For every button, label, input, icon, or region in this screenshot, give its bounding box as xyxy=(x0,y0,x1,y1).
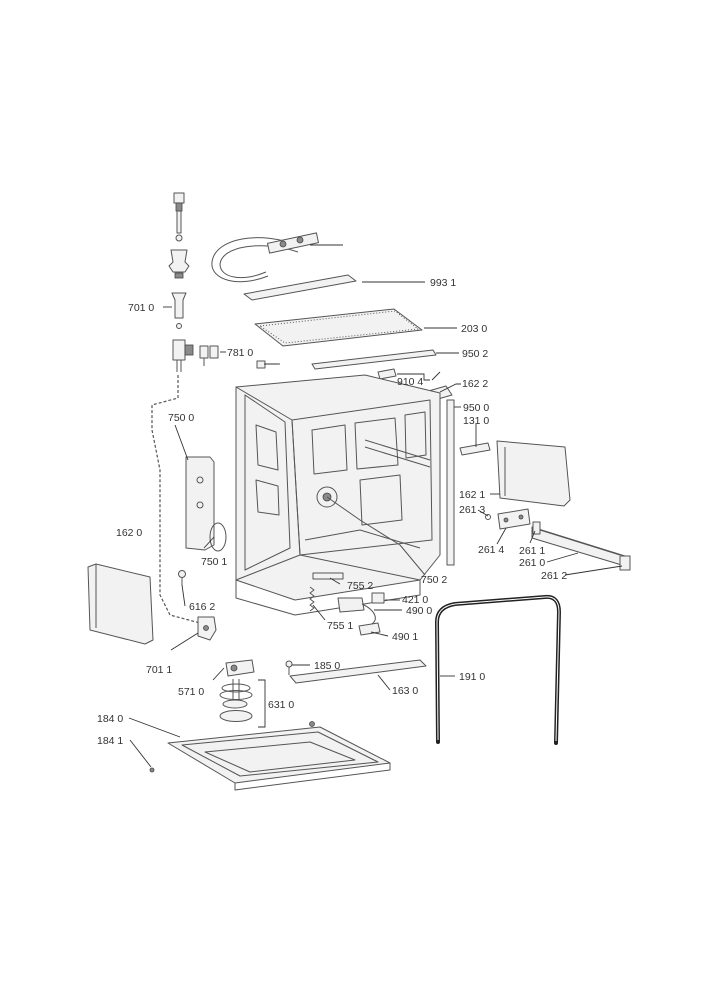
plinth-163-0 xyxy=(289,659,427,684)
inlet-hose-connector xyxy=(173,192,185,242)
label-701-0: 701 0 xyxy=(128,302,154,314)
connector-781-0 xyxy=(199,345,219,366)
label-781-0: 781 0 xyxy=(227,347,253,359)
label-750-2: 750 2 xyxy=(421,574,447,586)
drain-pump-571-0 xyxy=(225,659,255,677)
label-261-2: 261 2 xyxy=(541,570,567,582)
inlet-valve-701-0 xyxy=(171,292,187,329)
label-421-0: 421 0 xyxy=(402,594,428,606)
label-571-0: 571 0 xyxy=(178,686,204,698)
supply-hose-loop xyxy=(211,232,319,283)
label-616-2: 616 2 xyxy=(189,601,215,613)
dishwasher-tub xyxy=(235,374,441,616)
label-490-1: 490 1 xyxy=(392,631,418,643)
pump-755-2 xyxy=(312,572,344,580)
side-panel-162-1 xyxy=(496,440,571,507)
base-tray-184-0 xyxy=(167,726,391,791)
brace-631-0 xyxy=(258,679,266,728)
clip-616-2 xyxy=(178,570,186,586)
screw-base-center xyxy=(309,721,315,727)
label-163-0: 163 0 xyxy=(392,685,418,697)
label-261-4: 261 4 xyxy=(478,544,504,556)
label-184-1: 184 1 xyxy=(97,735,123,747)
clip-131-0 xyxy=(459,442,491,456)
screw-184-1 xyxy=(149,767,155,773)
label-184-0: 184 0 xyxy=(97,713,123,725)
harness-750-2 xyxy=(326,496,426,576)
inlet-valve-body xyxy=(168,249,190,279)
strip-950-0 xyxy=(446,399,455,566)
label-162-2: 162 2 xyxy=(462,378,488,390)
part-number-labels: 993 1 701 0 203 0 781 0 950 2 910 4 162 … xyxy=(97,277,567,747)
label-755-1: 755 1 xyxy=(327,620,353,632)
label-631-0: 631 0 xyxy=(268,699,294,711)
sensor-490-0 xyxy=(337,597,376,626)
rail-950-2 xyxy=(311,349,437,370)
label-701-1: 701 1 xyxy=(146,664,172,676)
switch-421-0 xyxy=(371,592,385,604)
label-191-0: 191 0 xyxy=(459,671,485,683)
strip-993-1 xyxy=(243,274,357,301)
hinge-701-1 xyxy=(197,616,217,641)
label-261-0: 261 0 xyxy=(519,557,545,569)
label-750-0: 750 0 xyxy=(168,412,194,424)
label-185-0: 185 0 xyxy=(314,660,340,672)
leader-lines xyxy=(128,244,623,768)
label-261-1: 261 1 xyxy=(519,545,545,557)
label-490-0: 490 0 xyxy=(406,605,432,617)
water-softener-750-0 xyxy=(185,456,215,551)
sensor-490-1 xyxy=(358,622,381,636)
label-950-0: 950 0 xyxy=(463,402,489,414)
label-750-1: 750 1 xyxy=(201,556,227,568)
screw-261-3 xyxy=(485,514,491,520)
label-162-0: 162 0 xyxy=(116,527,142,539)
door-seal-191-0 xyxy=(435,594,561,745)
filter-assembly-631-0 xyxy=(219,679,253,722)
worktop-203-0 xyxy=(254,308,423,347)
bracket-261-4 xyxy=(497,508,531,530)
label-993-1: 993 1 xyxy=(430,277,456,289)
side-panel-162-0 xyxy=(87,563,154,645)
rail-261-0 xyxy=(531,521,631,571)
spring-755-1 xyxy=(309,586,315,612)
label-755-2: 755 2 xyxy=(347,580,373,592)
dashed-hose-left xyxy=(151,375,201,624)
label-910-4: 910 4 xyxy=(397,376,423,388)
screw-185-0 xyxy=(285,660,293,675)
label-950-2: 950 2 xyxy=(462,348,488,360)
label-261-3: 261 3 xyxy=(459,504,485,516)
label-203-0: 203 0 xyxy=(461,323,487,335)
label-131-0: 131 0 xyxy=(463,415,489,427)
bracket-near-950-2 xyxy=(256,360,278,369)
seal-ring-750-1 xyxy=(209,522,227,552)
inlet-coupling xyxy=(172,339,194,372)
label-162-1: 162 1 xyxy=(459,489,485,501)
clip-910-4 xyxy=(377,368,397,380)
